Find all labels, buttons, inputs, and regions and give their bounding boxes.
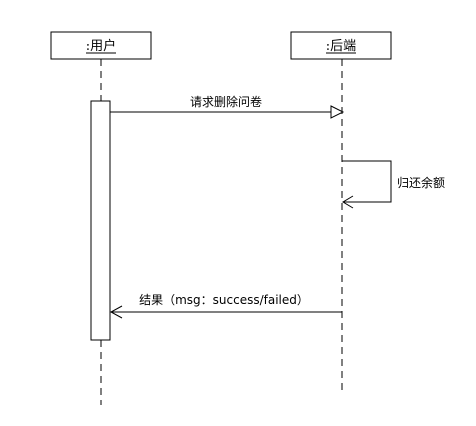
- activation-bar-user: [90, 100, 111, 341]
- message-request-delete: 请求删除问卷: [110, 94, 345, 119]
- message-result-arrowhead: [109, 305, 123, 319]
- lifeline-backend: :后端: [290, 31, 392, 392]
- message-request-delete-arrowhead: [330, 105, 345, 119]
- message-result: 结果（msg：success/failed）: [109, 293, 342, 319]
- lifeline-user-label: :用户: [86, 38, 116, 54]
- lifeline-user: :用户: [50, 31, 152, 405]
- message-return-balance: 归还余额: [342, 160, 445, 209]
- lifeline-backend-label: :后端: [326, 39, 356, 54]
- lifeline-user-box: [50, 31, 152, 60]
- message-result-label: 结果（msg：success/failed）: [139, 293, 309, 307]
- message-request-delete-label: 请求删除问卷: [190, 94, 262, 109]
- message-return-balance-label: 归还余额: [397, 175, 445, 190]
- message-return-balance-arrowhead: [342, 195, 354, 209]
- message-return-balance-line: [342, 160, 392, 203]
- lifeline-backend-box: [290, 31, 392, 60]
